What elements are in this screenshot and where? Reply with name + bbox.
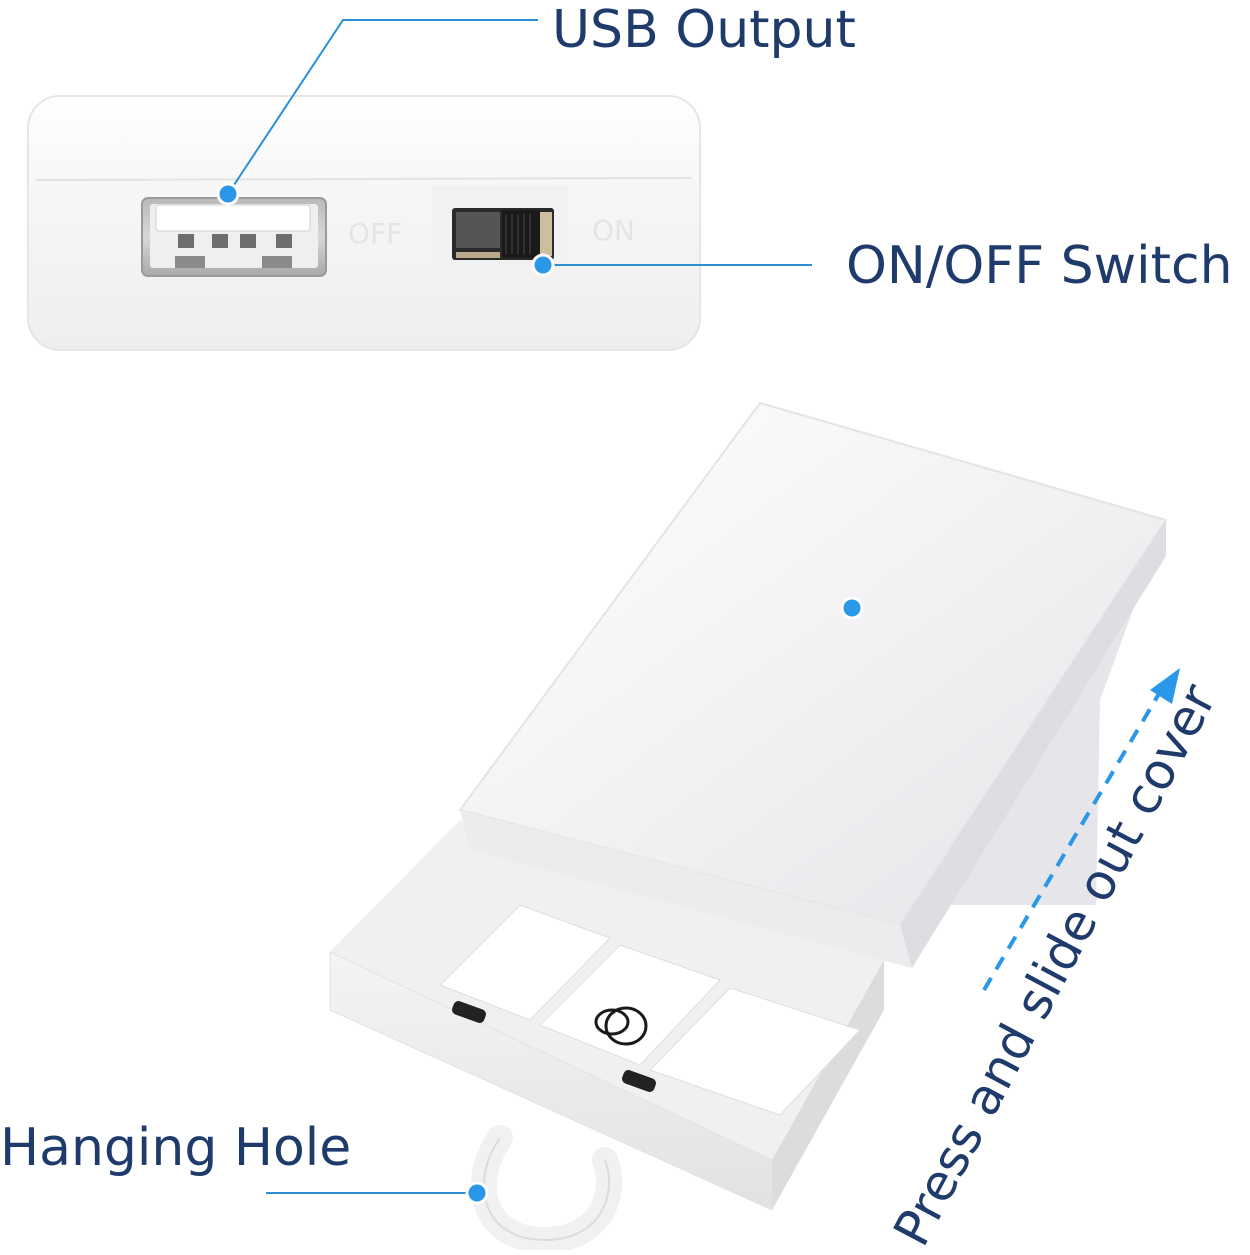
spring-contact: [594, 1006, 648, 1046]
callout-on-off-switch: [531, 253, 812, 277]
on-off-switch-label: ON/OFF Switch: [846, 236, 1233, 296]
callout-dot-icon: [840, 596, 864, 620]
slide-direction-arrow-icon: [982, 668, 1180, 992]
off-marking: OFF: [348, 217, 402, 250]
callout-hanging-hole: [266, 1181, 489, 1205]
battery-box-open: [329, 401, 1168, 1250]
callout-dot-icon: [465, 1181, 489, 1205]
battery-box-front: OFF ON: [27, 95, 701, 351]
on-marking: ON: [592, 214, 635, 247]
hanging-loop[interactable]: [470, 1125, 622, 1250]
sliding-cover[interactable]: [458, 401, 1168, 968]
power-switch[interactable]: [432, 186, 568, 282]
hanging-hole-label: Hanging Hole: [0, 1118, 352, 1178]
battery-compartments: [439, 904, 861, 1116]
usb-port[interactable]: [141, 197, 327, 277]
callout-dot-icon: [216, 182, 240, 206]
usb-output-label: USB Output: [552, 0, 856, 60]
callout-usb-output: [216, 19, 538, 206]
callout-dot-icon: [531, 253, 555, 277]
